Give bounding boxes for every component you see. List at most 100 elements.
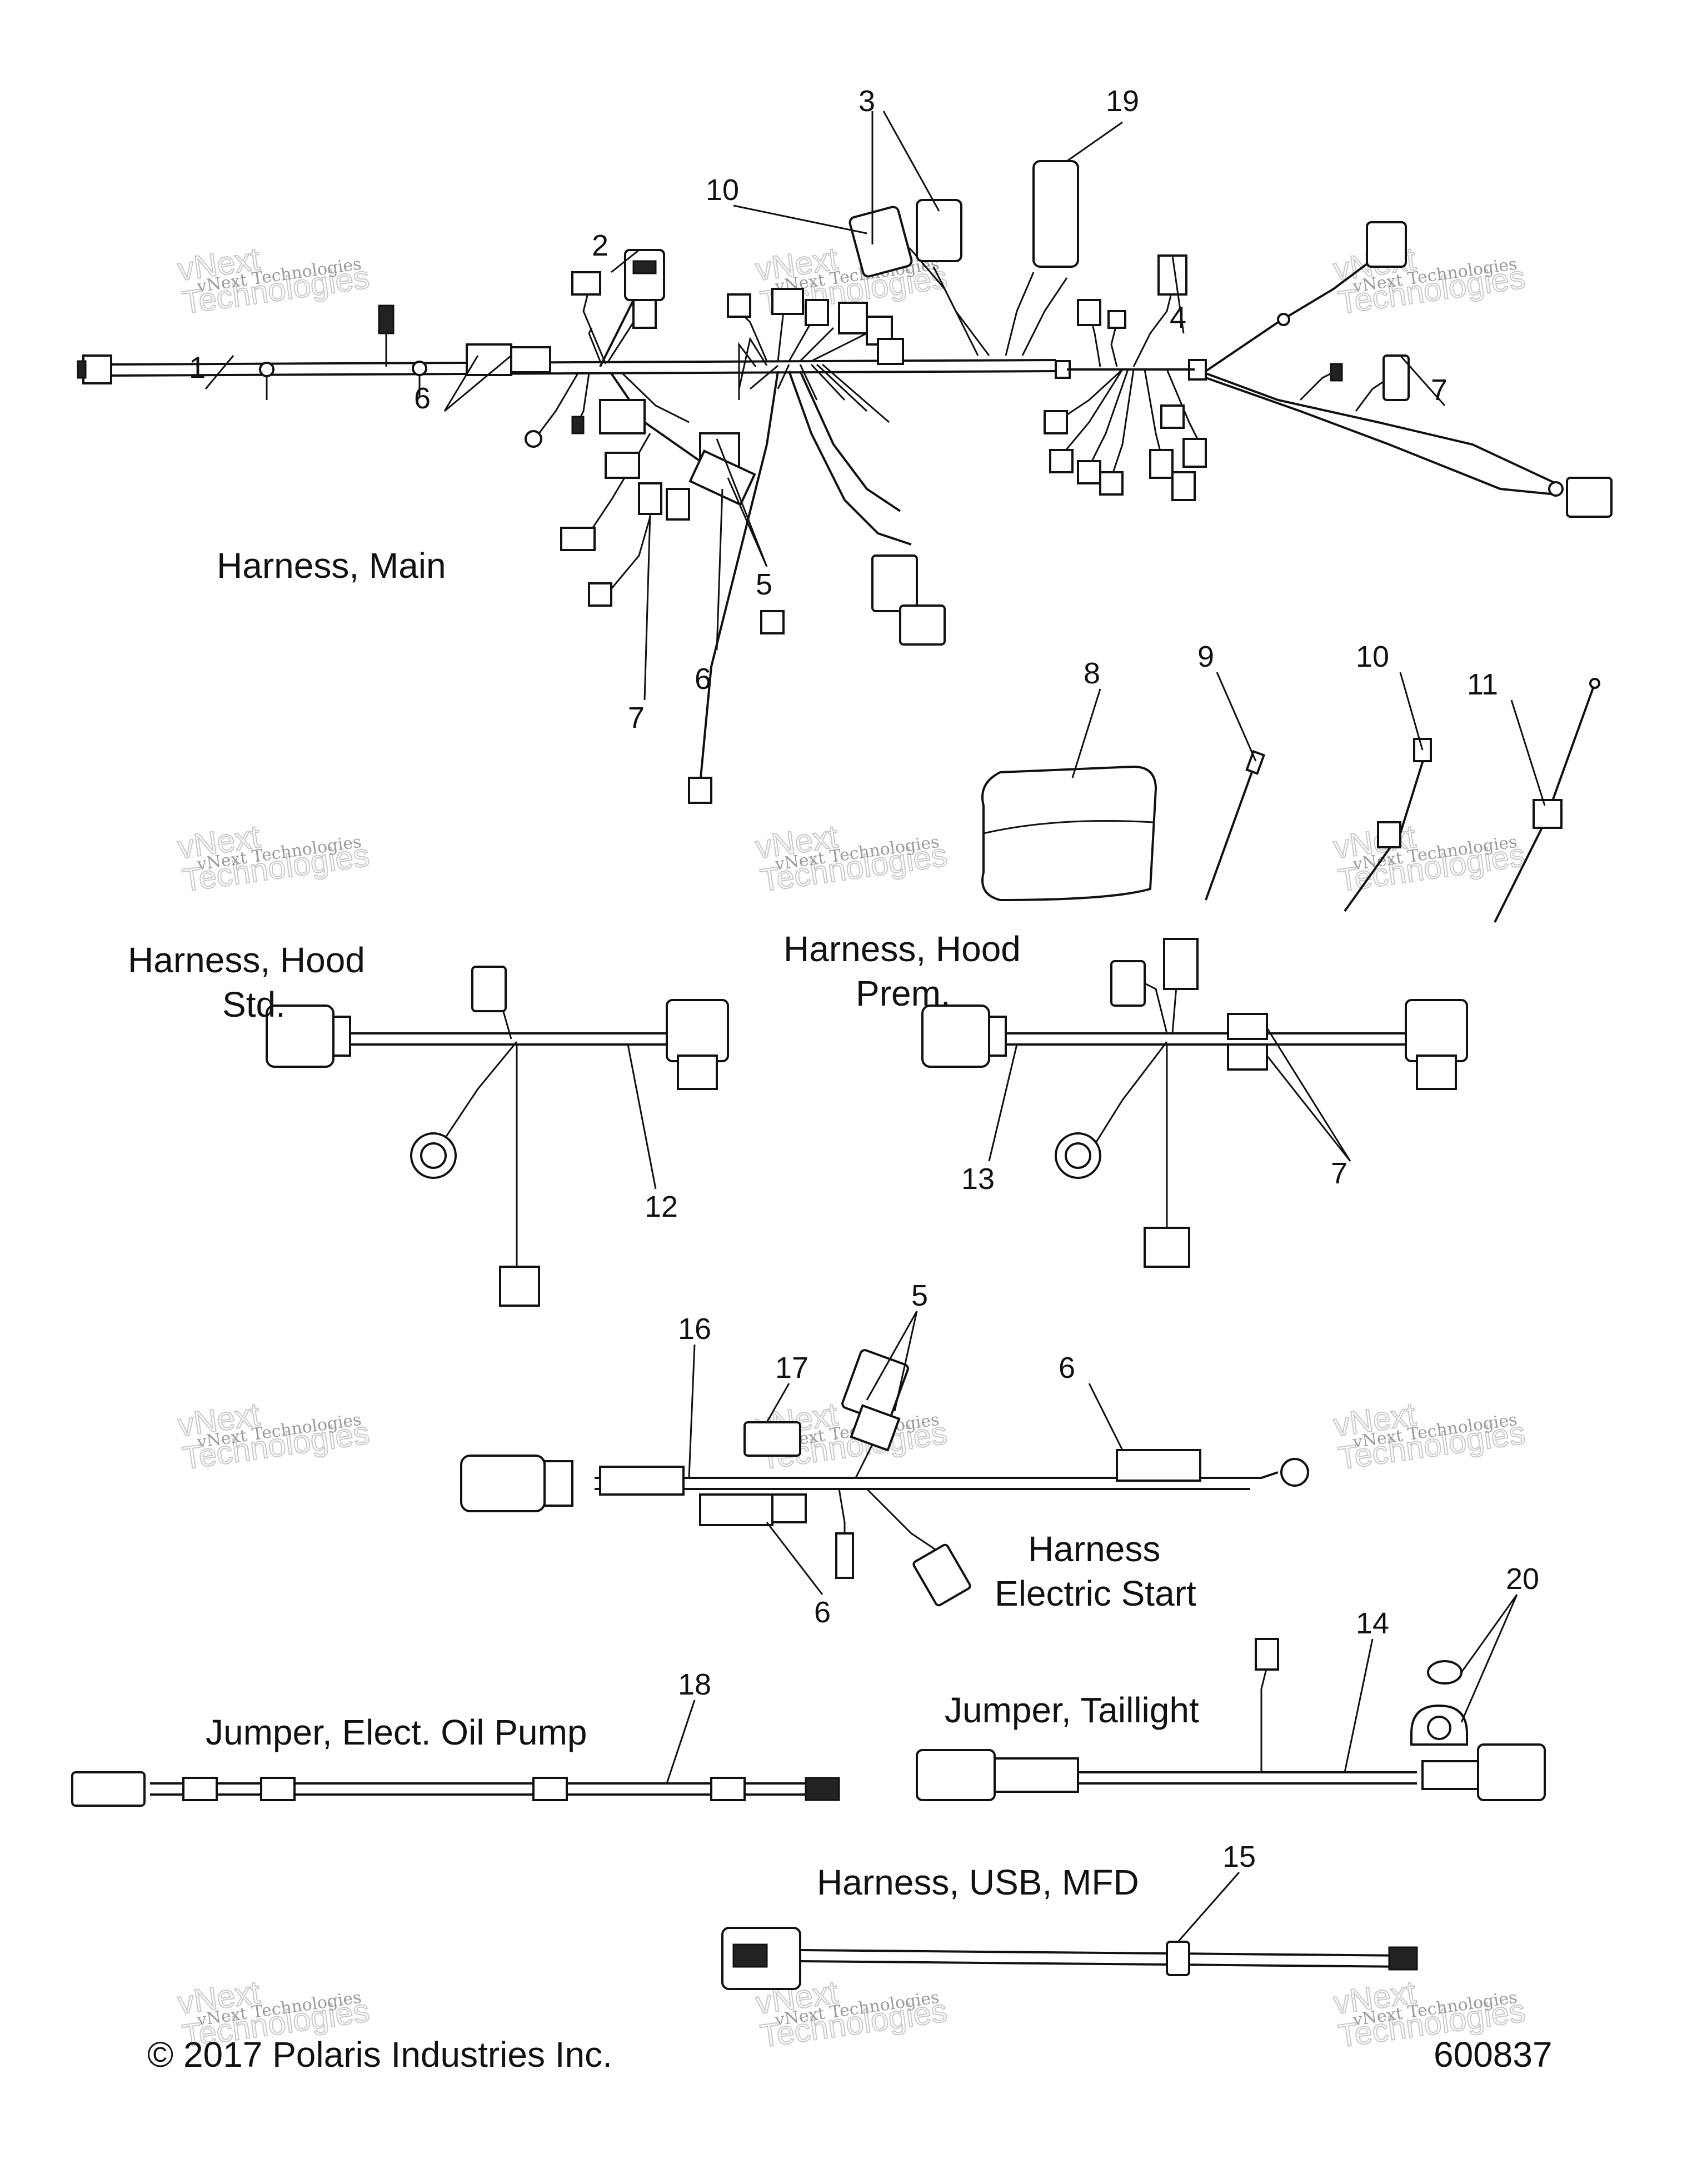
push-mount-clip (1533, 799, 1563, 829)
connector-upper-right (1366, 221, 1407, 268)
main-end-connector (82, 354, 112, 384)
ground-stud-head (1277, 313, 1290, 326)
callout-numbers: 1 2 3 4 5 5 6 6 6 6 7 7 7 8 9 10 10 11 1… (189, 84, 1539, 1873)
leader-line (766, 1383, 790, 1423)
leader-line (1510, 699, 1546, 806)
leader-line (627, 1044, 657, 1190)
harness-electric-start (460, 1349, 1309, 1607)
small-connector (1149, 449, 1174, 479)
callout-16: 16 (678, 1312, 711, 1346)
tie-end (1589, 678, 1600, 689)
leader-lines (204, 111, 1546, 1942)
harness-hood-prem (921, 938, 1468, 1268)
callout-7: 7 (1331, 1157, 1347, 1190)
label-harness-hood-std: Std. (222, 984, 286, 1024)
watermark: vNext Technologies vNext Technologies (1331, 240, 1528, 321)
leader-line (866, 1311, 918, 1412)
connector-6-lower-b (771, 1493, 807, 1523)
callout-9: 9 (1197, 640, 1214, 673)
usb-connector-latch (732, 1943, 768, 1968)
small-connector (805, 299, 829, 326)
connector-right-end (1566, 477, 1613, 518)
callout-18: 18 (678, 1668, 711, 1701)
hood-std-connector-right (666, 999, 729, 1062)
upper-fan-wire (738, 337, 768, 400)
taillight-small-connector (1255, 1638, 1279, 1671)
label-harness-electric-start: Harness (1028, 1529, 1160, 1569)
watermark: vNext Technologies vNext Technologies (175, 240, 372, 321)
callout-7: 7 (1431, 373, 1448, 407)
small-connector (877, 338, 904, 365)
label-harness-electric-start: Electric Start (995, 1573, 1196, 1613)
callout-20: 20 (1506, 1562, 1539, 1596)
hood-prem-connector-bottom (1144, 1227, 1190, 1268)
callout-6: 6 (814, 1596, 831, 1629)
hood-prem-connector-top-2 (1163, 938, 1199, 990)
hood-prem-branch (1094, 1041, 1168, 1145)
connector-2-latch (632, 260, 657, 274)
ground-stud-head (259, 362, 274, 377)
small-connector (666, 488, 690, 521)
leader-line (643, 513, 651, 701)
usb-wire (800, 1949, 1412, 1957)
ground-stud-head (412, 361, 427, 376)
callout-3: 3 (859, 84, 875, 118)
callout-1: 1 (189, 351, 206, 384)
leader-line (204, 355, 234, 389)
hood-std-connector-bottom (499, 1266, 540, 1307)
jumper-taillight (916, 1638, 1546, 1801)
label-harness-hood-prem: Harness, Hood (783, 929, 1021, 969)
label-harness-hood-prem: Prem. (856, 973, 951, 1013)
leader-line (1088, 1383, 1124, 1451)
branch-wire-2 (599, 288, 640, 367)
cable-tie-head (1245, 749, 1266, 775)
oil-pump-sleeve (260, 1777, 296, 1801)
cable-tie-9 (1205, 761, 1257, 901)
hood-std-connector-top (471, 966, 507, 1012)
connector-19 (1032, 160, 1079, 268)
connector-4 (1157, 254, 1187, 296)
clip (1188, 359, 1207, 381)
small-connector (1049, 449, 1074, 473)
callout-7: 7 (628, 701, 645, 734)
callout-14: 14 (1356, 1607, 1389, 1640)
watermark: vNext Technologies vNext Technologies (1331, 818, 1528, 899)
main-end-cap (77, 360, 87, 379)
callout-15: 15 (1222, 1840, 1256, 1873)
lower-branch-wire (788, 371, 912, 546)
small-connector (688, 777, 712, 804)
connector-6c (688, 449, 756, 506)
label-harness-main: Harness, Main (217, 546, 446, 586)
small-connector (1107, 310, 1126, 329)
right-fan-wire (1055, 368, 1201, 478)
watermark: vNext Technologies vNext Technologies (175, 818, 372, 899)
label-harness-usb-mfd: Harness, USB, MFD (817, 1862, 1139, 1902)
harness-main (77, 160, 1613, 804)
branch-wire-3 (932, 266, 990, 356)
watermark: vNext Technologies vNext Technologies (1331, 1396, 1528, 1477)
ring-terminal (525, 430, 542, 448)
taillight-branch (1260, 1666, 1268, 1772)
hood-prem-connector-right-body (1416, 1054, 1457, 1090)
connector-5 (599, 399, 646, 434)
hood-prem-connector-7 (1227, 1043, 1268, 1071)
lower-branch-wire (799, 371, 901, 512)
ring-terminal-wire (538, 373, 579, 434)
branch-wire-4 (1132, 288, 1174, 367)
oil-pump-connector-right (805, 1777, 840, 1801)
leader-line (716, 438, 768, 567)
callout-6: 6 (695, 662, 711, 696)
electric-start-sleeve (599, 1466, 685, 1496)
leader-line (1344, 1638, 1374, 1773)
branch-wire-19 (1021, 277, 1068, 356)
hood-prem-connector-top (1110, 960, 1146, 1007)
oil-pump-connector-left (71, 1771, 146, 1807)
connector-7 (1382, 354, 1410, 401)
footer: © 2017 Polaris Industries Inc. 600837 (147, 2035, 1553, 2075)
oil-pump-sleeve (710, 1777, 746, 1801)
leader-line (1399, 672, 1424, 751)
small-connector (571, 271, 601, 296)
hood-prem-connector-left (921, 1004, 990, 1068)
branch-wire (1299, 371, 1334, 401)
watermarks: vNext Technologies vNext Technologies vN… (175, 240, 1528, 2055)
